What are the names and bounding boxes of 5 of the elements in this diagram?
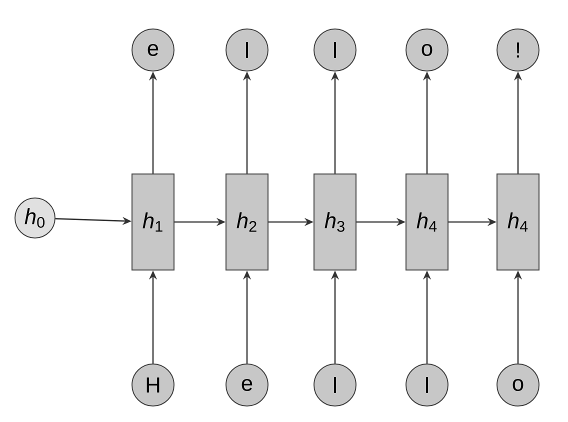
hidden-state-box: h$_{2}$ bbox=[226, 174, 268, 270]
hidden-state-box: h$_{3}$ bbox=[314, 174, 356, 270]
hidden-state-box: h$_{4}$ bbox=[496, 174, 540, 270]
hidden-state-box: h$_{1}$ bbox=[132, 174, 174, 270]
hidden-state-box: h$_{4}$ bbox=[406, 174, 448, 270]
